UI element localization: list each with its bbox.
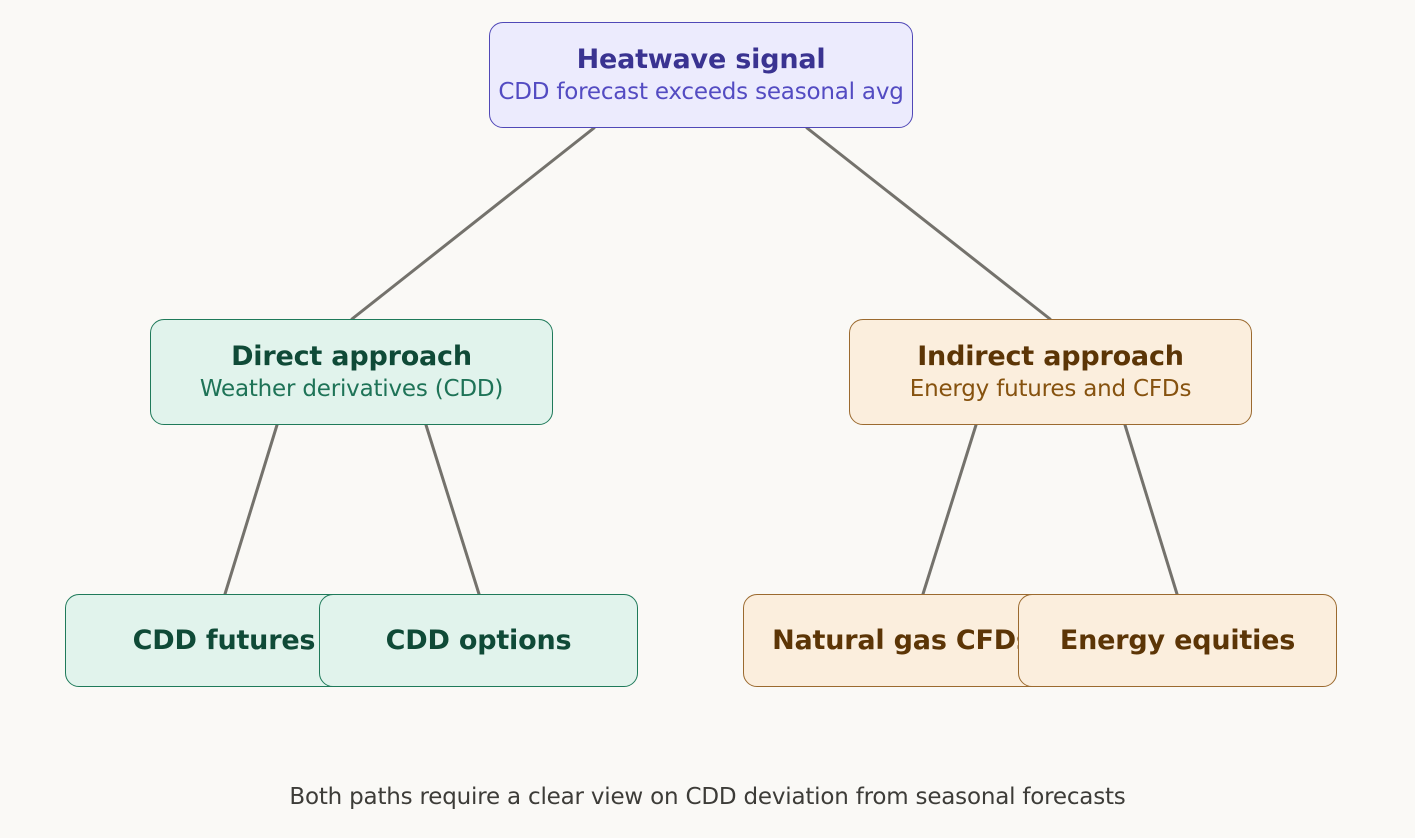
indirect-approach-title: Indirect approach (917, 341, 1184, 372)
edge-root-direct (350, 126, 596, 321)
heatwave-signal-title: Heatwave signal (576, 44, 826, 75)
edge-indirect-equities (1123, 423, 1179, 596)
natural-gas-cfds-label: Natural gas CFDs (772, 624, 1032, 656)
heatwave-signal-node: Heatwave signal CDD forecast exceeds sea… (489, 22, 913, 128)
edge-indirect-gas (921, 423, 978, 596)
diagram-caption: Both paths require a clear view on CDD d… (289, 784, 1126, 810)
edge-root-indirect (805, 126, 1052, 321)
direct-approach-node: Direct approach Weather derivatives (CDD… (150, 319, 553, 425)
indirect-approach-node: Indirect approach Energy futures and CFD… (849, 319, 1252, 425)
indirect-approach-subtitle: Energy futures and CFDs (909, 376, 1192, 402)
edge-direct-futures (223, 423, 279, 596)
energy-equities-label: Energy equities (1059, 624, 1296, 656)
direct-approach-subtitle: Weather derivatives (CDD) (199, 376, 504, 402)
direct-approach-title: Direct approach (231, 341, 472, 372)
edge-direct-options (424, 423, 481, 596)
cdd-options-label: CDD options (385, 624, 572, 656)
cdd-futures-label: CDD futures (132, 624, 316, 656)
natural-gas-cfds-node: Natural gas CFDs (743, 594, 1061, 687)
cdd-options-node: CDD options (319, 594, 638, 687)
energy-equities-node: Energy equities (1018, 594, 1337, 687)
heatwave-signal-subtitle: CDD forecast exceeds seasonal avg (498, 79, 904, 105)
